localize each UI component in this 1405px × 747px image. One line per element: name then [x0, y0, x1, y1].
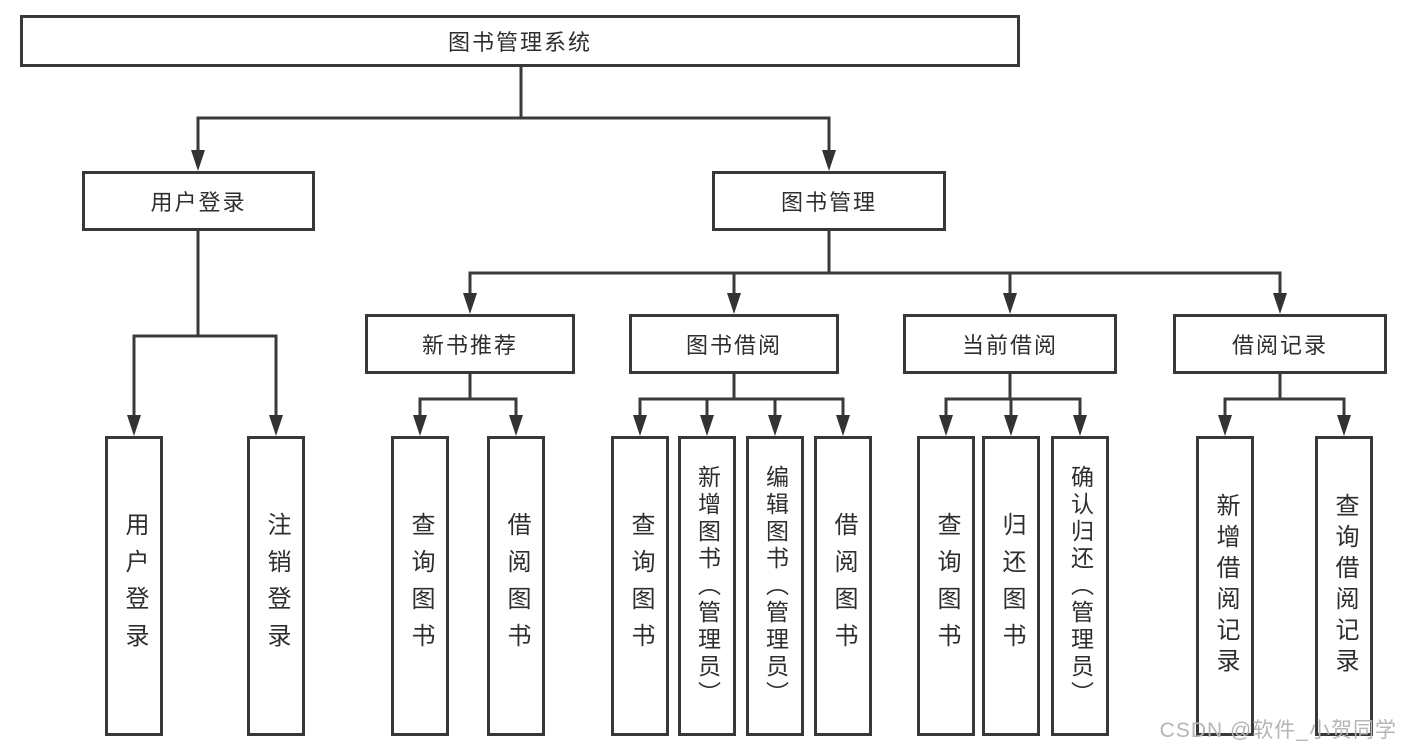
node-label: 当前借阅: [961, 333, 1058, 358]
node-label: 借阅记录: [1231, 333, 1328, 358]
arrow-down-icon: [727, 293, 741, 314]
connector-userlogin-split: [132, 334, 278, 418]
arrow-down-icon: [1337, 415, 1351, 436]
arrow-down-icon: [269, 415, 283, 436]
leaf-borrow-books: 借阅图书: [814, 436, 872, 736]
node-label: 图书管理: [780, 190, 877, 215]
arrow-down-icon: [836, 415, 850, 436]
arrow-down-icon: [700, 415, 714, 436]
leaf-query-books-borrow: 查询图书: [611, 436, 669, 736]
leaf-confirm-return-admin: 确认归还（管理员）: [1051, 436, 1109, 736]
leaf-label: 注销登录: [263, 512, 290, 660]
leaf-label: 借阅图书: [503, 512, 530, 660]
arrow-down-icon: [939, 415, 953, 436]
leaf-add-borrow-record: 新增借阅记录: [1196, 436, 1254, 736]
connector-newbook-split: [418, 397, 518, 418]
arrow-down-icon: [413, 415, 427, 436]
leaf-query-borrow-record: 查询借阅记录: [1315, 436, 1373, 736]
leaf-label: 用户登录: [121, 512, 148, 660]
node-library-management-system: 图书管理系统: [20, 15, 1020, 67]
leaf-query-books-current: 查询图书: [917, 436, 975, 736]
leaf-query-books-recommend: 查询图书: [391, 436, 449, 736]
leaf-label: 归还图书: [998, 512, 1025, 660]
leaf-borrow-books-recommend: 借阅图书: [487, 436, 545, 736]
arrow-down-icon: [509, 415, 523, 436]
leaf-label: 借阅图书: [830, 512, 857, 660]
node-current-borrowing: 当前借阅: [903, 314, 1117, 374]
leaf-add-books-admin: 新增图书（管理员）: [678, 436, 736, 736]
arrow-down-icon: [1273, 293, 1287, 314]
connector-borrow-split: [638, 397, 845, 418]
leaf-edit-books-admin: 编辑图书（管理员）: [746, 436, 804, 736]
arrow-down-icon: [1004, 415, 1018, 436]
leaf-label: 查询图书: [627, 512, 654, 660]
arrow-down-icon: [633, 415, 647, 436]
leaf-label: 查询图书: [933, 512, 960, 660]
leaf-label: 新增借阅记录: [1212, 493, 1239, 679]
watermark: CSDN @软件_小贺同学: [1159, 719, 1397, 742]
arrow-down-icon: [463, 293, 477, 314]
leaf-label: 查询图书: [407, 512, 434, 660]
arrow-down-icon: [191, 150, 205, 171]
connector-records-split: [1223, 397, 1346, 418]
node-book-borrowing: 图书借阅: [629, 314, 839, 374]
node-label: 图书借阅: [685, 333, 782, 358]
arrow-down-icon: [1073, 415, 1087, 436]
leaf-label: 新增图书（管理员）: [694, 464, 721, 708]
arrow-down-icon: [1218, 415, 1232, 436]
arrow-down-icon: [127, 415, 141, 436]
arrow-down-icon: [822, 150, 836, 171]
connector-bookmgmt-split: [468, 271, 1282, 296]
node-label: 用户登录: [150, 190, 247, 215]
leaf-label: 查询借阅记录: [1331, 493, 1358, 679]
node-borrowing-records: 借阅记录: [1173, 314, 1387, 374]
node-user-login: 用户登录: [82, 171, 315, 231]
node-label: 新书推荐: [421, 333, 518, 358]
leaf-return-books: 归还图书: [982, 436, 1040, 736]
leaf-label: 编辑图书（管理员）: [762, 464, 789, 708]
node-new-book-recommendation: 新书推荐: [365, 314, 575, 374]
leaf-user-login: 用户登录: [105, 436, 163, 736]
arrow-down-icon: [768, 415, 782, 436]
node-book-management: 图书管理: [712, 171, 946, 231]
node-label: 图书管理系统: [447, 30, 592, 55]
connector-current-split: [944, 397, 1082, 418]
connector-root-split: [196, 116, 831, 152]
arrow-down-icon: [1003, 293, 1017, 314]
leaf-logout: 注销登录: [247, 436, 305, 736]
leaf-label: 确认归还（管理员）: [1067, 464, 1094, 708]
